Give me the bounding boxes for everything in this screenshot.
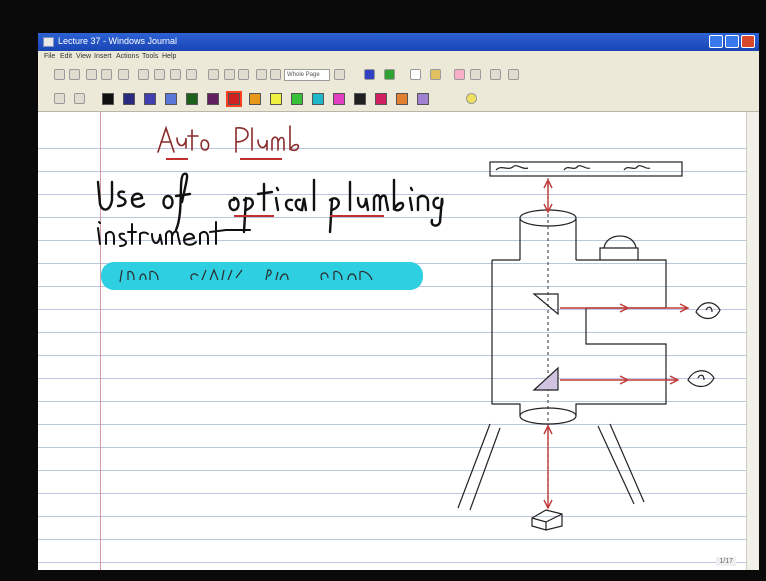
app-icon — [43, 37, 54, 47]
redo-icon[interactable] — [224, 69, 235, 80]
menu-actions[interactable]: Actions — [116, 53, 139, 60]
zoom-select[interactable]: Whole Page — [284, 69, 330, 81]
instrument-diagram — [457, 161, 721, 531]
selection-tool-icon[interactable] — [430, 69, 441, 80]
pen-color-swatch[interactable] — [291, 93, 303, 105]
journal-window: Lecture 37 - Windows Journal File Edit V… — [38, 33, 759, 570]
pen-color-swatch[interactable] — [417, 93, 429, 105]
line2-scribble — [97, 221, 251, 247]
pen-color-swatch[interactable] — [396, 93, 408, 105]
eraser-tool-icon[interactable] — [410, 69, 421, 80]
pen-color-swatch[interactable] — [375, 93, 387, 105]
pen-color-swatch[interactable] — [226, 91, 242, 107]
lasso-circle-icon[interactable] — [466, 93, 477, 104]
insert-space-icon[interactable] — [238, 69, 249, 80]
print-icon[interactable] — [101, 69, 112, 80]
note-page[interactable]: 1/17 — [38, 112, 746, 570]
open-icon[interactable] — [69, 69, 80, 80]
undo-icon[interactable] — [208, 69, 219, 80]
paste-special-icon[interactable] — [186, 69, 197, 80]
vertical-scrollbar[interactable] — [746, 112, 759, 570]
flag-icon[interactable] — [490, 69, 501, 80]
heading-scribble — [157, 125, 300, 153]
pen-color-swatch[interactable] — [354, 93, 366, 105]
title-bar[interactable]: Lecture 37 - Windows Journal — [38, 33, 759, 51]
pen-toolbar — [38, 87, 759, 112]
pen-color-swatch[interactable] — [123, 93, 135, 105]
highlighter-tool-icon[interactable] — [384, 69, 395, 80]
pen-color-swatch[interactable] — [144, 93, 156, 105]
pen-color-swatch[interactable] — [312, 93, 324, 105]
page-margin-line — [100, 112, 101, 570]
standard-toolbar: Whole Page — [38, 64, 759, 87]
handwritten-ink-canvas — [96, 125, 721, 531]
menu-help[interactable]: Help — [162, 53, 177, 60]
zoom-dropdown-icon[interactable] — [334, 69, 345, 80]
italic-pen-icon[interactable] — [74, 93, 85, 104]
minimize-button[interactable] — [709, 35, 723, 48]
menu-tools[interactable]: Tools — [142, 53, 159, 60]
menu-bar: File Edit View Insert Actions Tools Help — [38, 51, 759, 64]
lasso-tool-icon[interactable] — [454, 69, 465, 80]
bold-pen-icon[interactable] — [54, 93, 65, 104]
paste-icon[interactable] — [170, 69, 181, 80]
cut-icon[interactable] — [138, 69, 149, 80]
maximize-button[interactable] — [725, 35, 739, 48]
line1-scribble — [96, 172, 444, 234]
email-icon[interactable] — [118, 69, 129, 80]
save-icon[interactable] — [86, 69, 97, 80]
more-tools-icon[interactable] — [508, 69, 519, 80]
window-title: Lecture 37 - Windows Journal — [58, 36, 178, 46]
new-note-icon[interactable] — [54, 69, 65, 80]
pen-color-swatch[interactable] — [102, 93, 114, 105]
light-path-arrows — [543, 178, 690, 510]
pen-tool-icon[interactable] — [364, 69, 375, 80]
pen-color-swatch[interactable] — [165, 93, 177, 105]
menu-file[interactable]: File — [44, 53, 56, 60]
menu-insert[interactable]: Insert — [94, 53, 112, 60]
pen-color-swatch[interactable] — [333, 93, 345, 105]
menu-view[interactable]: View — [76, 53, 92, 60]
page-number: 1/17 — [716, 557, 736, 566]
close-button[interactable] — [741, 35, 755, 48]
copy-icon[interactable] — [154, 69, 165, 80]
fullscreen-icon[interactable] — [256, 69, 267, 80]
hand-tool-icon[interactable] — [470, 69, 481, 80]
zoom-icon[interactable] — [270, 69, 281, 80]
pen-color-swatch[interactable] — [186, 93, 198, 105]
pen-color-swatch[interactable] — [207, 93, 219, 105]
highlight-scribble — [119, 268, 373, 283]
menu-edit[interactable]: Edit — [60, 53, 73, 60]
pen-color-swatch[interactable] — [270, 93, 282, 105]
pen-color-swatch[interactable] — [249, 93, 261, 105]
highlight-stroke — [101, 262, 423, 290]
